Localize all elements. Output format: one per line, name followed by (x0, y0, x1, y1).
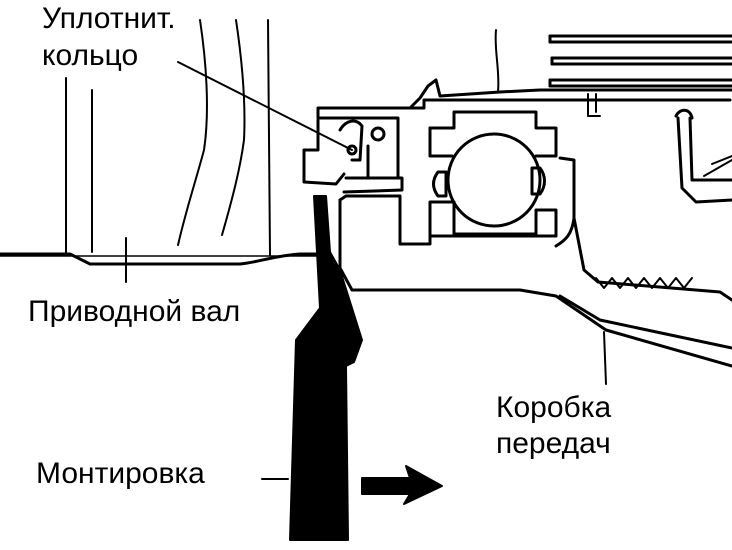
gearbox-label-line2: передач (496, 427, 611, 460)
seal-leader-line (177, 61, 353, 151)
seal-label-line2: кольцо (42, 39, 139, 72)
oil-seal (302, 116, 404, 194)
gear-teeth (548, 34, 732, 88)
pry-bar (289, 195, 363, 541)
bearing (428, 110, 558, 238)
gearbox-label-line1: Коробка (496, 391, 612, 424)
seal-label-line1: Уплотнит. (42, 2, 176, 35)
pry-bar-label: Монтировка (36, 457, 205, 490)
gearbox-leader-line (603, 331, 607, 385)
leader-lines (125, 61, 607, 480)
drive-shaft (0, 252, 332, 266)
gearbox-housing-upper (316, 29, 732, 120)
housing-background-lines (65, 19, 271, 256)
direction-arrow-icon (361, 465, 443, 505)
drive-shaft-label: Приводной вал (28, 295, 241, 328)
